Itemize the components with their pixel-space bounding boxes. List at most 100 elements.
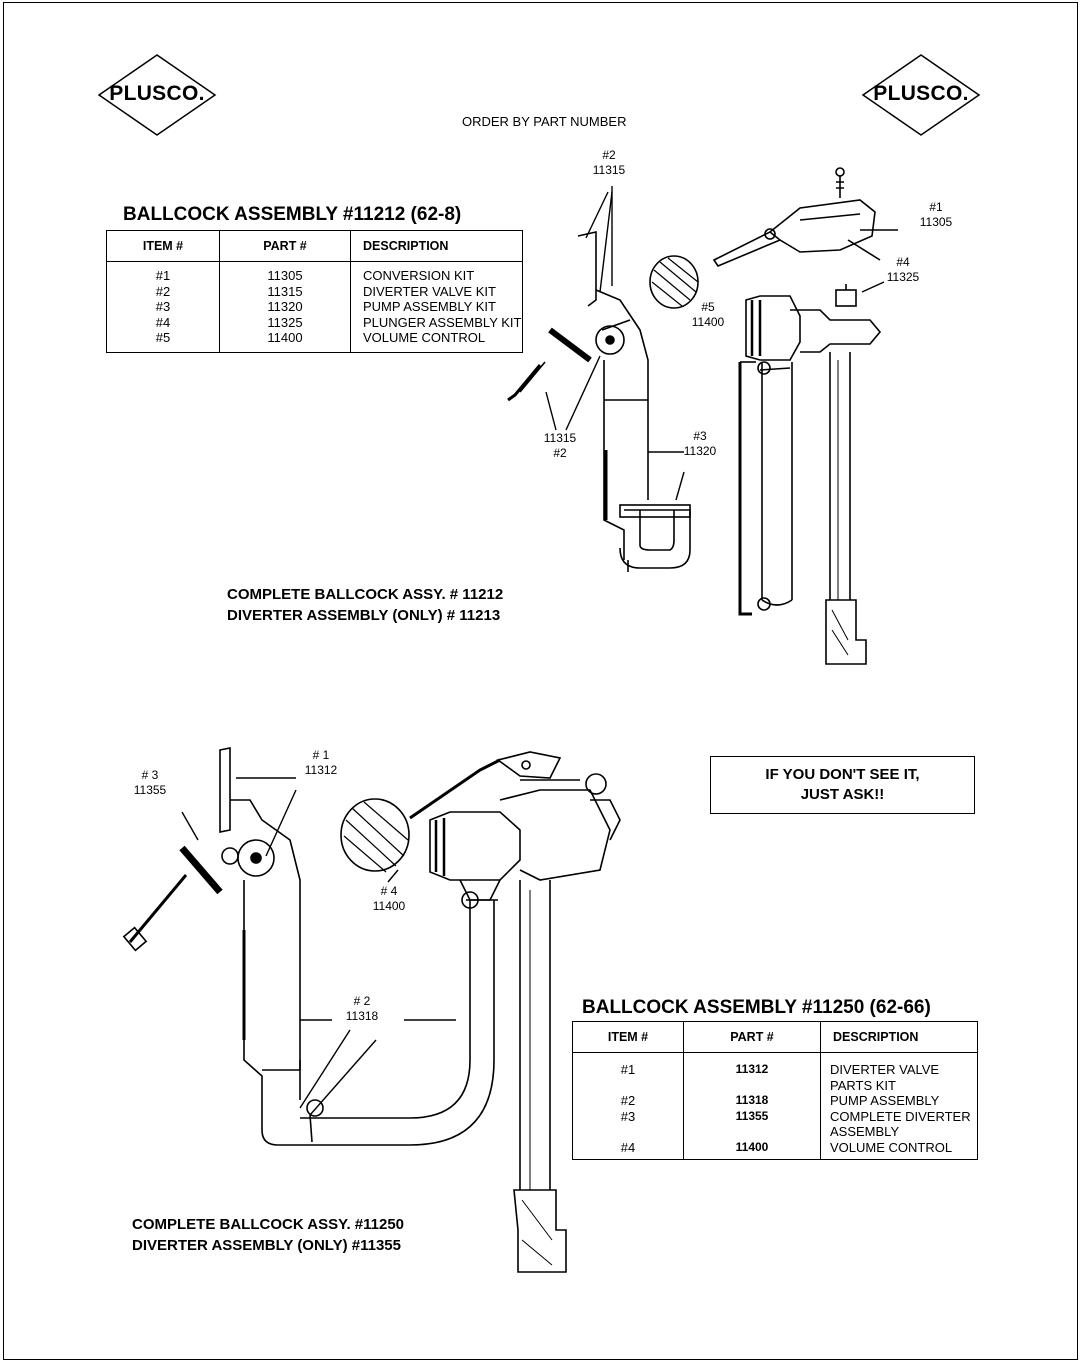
item-cell: #4 <box>620 1139 636 1155</box>
part-cell: 11318 <box>735 1093 769 1107</box>
callout-top-2: #2 11315 <box>584 148 634 178</box>
complete-assy-line: COMPLETE BALLCOCK ASSY. #11250 <box>132 1216 405 1233</box>
ask-box-line1: IF YOU DON'T SEE IT, <box>765 766 920 783</box>
callout-num: #4 <box>896 255 910 269</box>
description-cell: ASSEMBLY <box>830 1124 900 1139</box>
bottom-diverter-drawing <box>122 747 301 1146</box>
description-cell: DIVERTER VALVE <box>830 1062 940 1077</box>
callout-num: # 3 <box>141 768 159 782</box>
top-diverter-drawing <box>507 231 691 572</box>
callout-num: #3 <box>693 429 707 443</box>
description-cell: DIVERTER VALVE KIT <box>363 283 496 299</box>
callout-bottom-4: # 4 11400 <box>362 884 416 914</box>
item-column: #1 #2 #3 #4 <box>572 1052 684 1160</box>
assembly-bottom-parts-table: ITEM # PART # DESCRIPTION #1 #2 #3 #4 11… <box>572 1021 978 1160</box>
callout-part: 11305 <box>919 215 953 229</box>
complete-assy-line: COMPLETE BALLCOCK ASSY. # 11212 <box>227 586 504 603</box>
logo-text: PLUSCO. <box>873 82 969 105</box>
top-conversion-kit-drawing <box>712 167 881 267</box>
part-cell: 11400 <box>735 1139 769 1154</box>
ask-box: IF YOU DON'T SEE IT, JUST ASK!! <box>710 756 975 814</box>
callout-part: 11320 <box>683 444 717 458</box>
description-column: DIVERTER VALVE PARTS KIT PUMP ASSEMBLY C… <box>820 1052 978 1160</box>
description-cell: PLUNGER ASSEMBLY KIT <box>363 314 522 330</box>
bottom-leader-lines <box>181 777 456 1116</box>
callout-num: # 4 <box>380 884 398 898</box>
callout-bottom-1: # 1 11312 <box>296 748 346 778</box>
assembly-top-title: BALLCOCK ASSEMBLY #11212 (62-8) <box>123 204 462 225</box>
col-header-part: PART # <box>219 230 351 262</box>
callout-part: 11318 <box>345 1009 379 1023</box>
part-cell: 11315 <box>267 283 303 299</box>
item-cell: #5 <box>155 330 171 345</box>
col-header-description: DESCRIPTION <box>350 230 523 262</box>
part-cell: 11312 <box>735 1062 769 1076</box>
callout-part: 11315 <box>592 163 626 177</box>
item-cell: #3 <box>155 299 171 314</box>
part-cell: 11305 <box>267 268 303 283</box>
description-cell: PUMP ASSEMBLY <box>830 1093 940 1108</box>
col-header-part: PART # <box>683 1021 821 1053</box>
item-cell: #1 <box>620 1062 636 1077</box>
callout-top-1: #1 11305 <box>908 200 964 230</box>
item-cell: #4 <box>155 314 171 330</box>
description-cell: VOLUME CONTROL <box>363 330 486 345</box>
callout-part: 11315 <box>543 431 577 445</box>
top-valve-body-drawing <box>738 284 882 665</box>
bottom-float-ball-drawing <box>340 798 410 873</box>
callout-top-2-lower: 11315 #2 <box>532 431 588 461</box>
description-column: CONVERSION KIT DIVERTER VALVE KIT PUMP A… <box>350 261 523 353</box>
assembly-top-parts-table: ITEM # PART # DESCRIPTION #1 #2 #3 #4 #5… <box>106 230 523 353</box>
col-header-item: ITEM # <box>572 1021 684 1053</box>
part-cell: 11355 <box>735 1108 769 1123</box>
page-border <box>3 2 1078 1360</box>
callout-part: 11325 <box>886 270 920 284</box>
callout-part: 11400 <box>691 315 725 329</box>
callout-bottom-2: # 2 11318 <box>336 994 388 1024</box>
callout-num: #1 <box>929 200 943 214</box>
callout-num: #2 <box>602 148 616 162</box>
callout-bottom-3: # 3 11355 <box>126 768 174 798</box>
assembly-bottom-title: BALLCOCK ASSEMBLY #11250 (62-66) <box>582 997 931 1018</box>
logo-diamond-icon <box>97 54 217 136</box>
callout-top-3: #3 11320 <box>674 429 726 459</box>
part-cell: 11320 <box>267 299 303 314</box>
callout-part: 11355 <box>133 783 167 797</box>
plusco-logo-right: PLUSCO. <box>861 53 981 137</box>
logo-diamond-icon <box>861 54 981 136</box>
description-cell: CONVERSION KIT <box>363 268 475 283</box>
part-cell: 11325 <box>267 314 303 330</box>
plusco-logo-left: PLUSCO. <box>97 53 217 137</box>
top-complete-note: COMPLETE BALLCOCK ASSY. # 11212 DIVERTER… <box>227 584 503 626</box>
callout-top-5: #5 11400 <box>682 300 734 330</box>
description-cell: PUMP ASSEMBLY KIT <box>363 299 496 314</box>
item-cell: #2 <box>155 283 171 299</box>
description-cell: VOLUME CONTROL <box>830 1139 953 1155</box>
bottom-pump-tube-drawing <box>300 891 498 1146</box>
description-cell: COMPLETE DIVERTER <box>830 1108 971 1124</box>
diverter-assy-line: DIVERTER ASSEMBLY (ONLY) #11355 <box>132 1237 401 1254</box>
ask-box-line2: JUST ASK!! <box>800 786 885 803</box>
bottom-complete-note: COMPLETE BALLCOCK ASSY. #11250 DIVERTER … <box>132 1214 404 1256</box>
item-cell: #2 <box>620 1093 636 1108</box>
top-leader-lines <box>545 186 898 501</box>
callout-num: # 2 <box>353 994 371 1008</box>
description-cell: PARTS KIT <box>830 1077 896 1093</box>
part-cell: 11400 <box>267 330 303 345</box>
diverter-assy-line: DIVERTER ASSEMBLY (ONLY) # 11213 <box>227 607 501 624</box>
item-column: #1 #2 #3 #4 #5 <box>106 261 220 353</box>
callout-part: 11400 <box>372 899 406 913</box>
part-column: 11312 11318 11355 11400 <box>683 1052 821 1160</box>
callout-num: # 1 <box>312 748 330 762</box>
item-cell: #3 <box>620 1108 636 1124</box>
part-column: 11305 11315 11320 11325 11400 <box>219 261 351 353</box>
callout-num: #5 <box>701 300 715 314</box>
col-header-description: DESCRIPTION <box>820 1021 978 1053</box>
callout-part: 11312 <box>304 763 338 777</box>
item-cell: #1 <box>155 268 171 283</box>
callout-top-4: #4 11325 <box>878 255 928 285</box>
bottom-valve-body-drawing <box>409 751 621 1273</box>
logo-text: PLUSCO. <box>109 82 205 105</box>
callout-num: #2 <box>553 446 567 460</box>
